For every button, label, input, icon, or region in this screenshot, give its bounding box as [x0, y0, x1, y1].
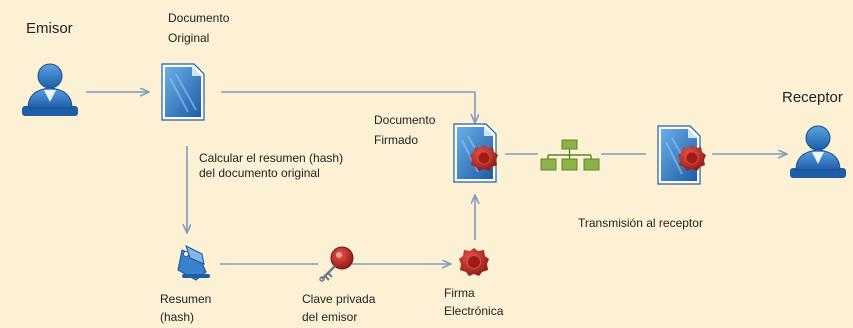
label-resumen-line1: Resumen [160, 292, 212, 306]
label-documento-original-line2: Original [168, 31, 210, 45]
label-documento-original-line1: Documento [168, 11, 230, 25]
signed-document-icon [453, 123, 498, 183]
private-key-icon [319, 246, 354, 282]
wax-seal-icon [470, 145, 498, 171]
signed-document-icon [657, 125, 706, 185]
label-calcular-hash: Calcular el resumen (hash) del documento… [199, 151, 344, 180]
arrow-original-to-firmado [221, 91, 475, 122]
wax-seal-icon [678, 145, 706, 171]
connectors [86, 92, 786, 264]
label-clave-line1: Clave privada [302, 292, 376, 306]
document-icon [161, 63, 205, 121]
network-icon [540, 139, 600, 171]
hash-tag-icon [177, 245, 210, 281]
label-clave-line2: del emisor [302, 310, 358, 324]
label-firma-line2: Electrónica [444, 304, 504, 318]
label-documento-firmado-line2: Firmado [374, 133, 419, 147]
label-documento-firmado-line1: Documento [374, 113, 436, 127]
wax-seal-icon [459, 248, 489, 276]
person-icon [22, 63, 78, 116]
label-firma-line1: Firma [444, 286, 475, 300]
label-emisor: Emisor [26, 20, 73, 37]
label-transmision: Transmisión al receptor [578, 216, 703, 230]
label-resumen-line2: (hash) [160, 310, 195, 324]
label-receptor: Receptor [782, 89, 843, 106]
person-icon [790, 125, 846, 178]
